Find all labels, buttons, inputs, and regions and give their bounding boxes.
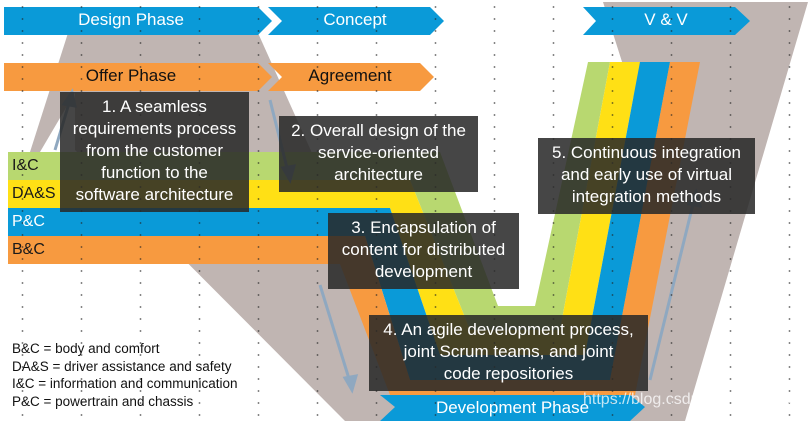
- callout-4-line: joint Scrum teams, and joint: [403, 342, 614, 361]
- design-phase-label: Design Phase: [78, 10, 184, 29]
- callout-3-line: 3. Encapsulation of: [351, 218, 496, 237]
- callout-1-line: from the customer: [86, 141, 223, 160]
- callout-1-line: requirements process: [72, 119, 237, 138]
- offer-phase-label: Offer Phase: [85, 66, 177, 85]
- callout-2-line: architecture: [334, 165, 423, 184]
- development-phase-label: Development Phase: [435, 398, 590, 417]
- callout-3-line: content for distributed: [341, 240, 506, 259]
- legend-item: B&C = body and comfort: [12, 341, 160, 356]
- callout-2: 2. Overall design of the service-oriente…: [279, 116, 478, 192]
- callout-5: 5. Continuous integration and early use …: [538, 138, 755, 214]
- lane-label-bc: B&C: [12, 241, 45, 258]
- callout-4-line: 4. An agile development process,: [383, 320, 634, 339]
- legend-item: P&C = powertrain and chassis: [12, 393, 194, 409]
- callout-1-line: function to the: [101, 163, 208, 182]
- callout-5-line: integration methods: [571, 187, 722, 206]
- callout-2-line: service-oriented: [318, 143, 439, 162]
- callout-3-line: development: [374, 262, 473, 281]
- callout-5-line: 5. Continuous integration: [551, 143, 742, 162]
- callout-5-line: and early use of virtual: [560, 165, 733, 184]
- callout-1: 1. A seamless requirements process from …: [60, 92, 249, 212]
- callout-2-line: 2. Overall design of the: [291, 121, 466, 140]
- legend-item: I&C = information and communication: [12, 376, 238, 391]
- callout-4-line: code repositories: [443, 364, 574, 383]
- abbreviation-legend: B&C = body and comfort DA&S = driver ass…: [12, 340, 238, 410]
- lane-label-pc: P&C: [12, 213, 45, 230]
- agreement-label: Agreement: [308, 66, 392, 85]
- callout-3: 3. Encapsulation of content for distribu…: [328, 213, 519, 289]
- concept-label: Concept: [323, 10, 387, 29]
- lane-label-ic: I&C: [12, 157, 39, 174]
- callout-4: 4. An agile development process, joint S…: [369, 315, 648, 391]
- callout-1-line: software architecture: [75, 185, 234, 204]
- callout-1-line: 1. A seamless: [102, 97, 207, 116]
- lane-label-das: DA&S: [12, 185, 56, 202]
- vv-label: V & V: [644, 10, 688, 29]
- watermark: https://blog.csdn.net/coroutines: [583, 391, 805, 408]
- legend-item: DA&S = driver assistance and safety: [12, 358, 232, 374]
